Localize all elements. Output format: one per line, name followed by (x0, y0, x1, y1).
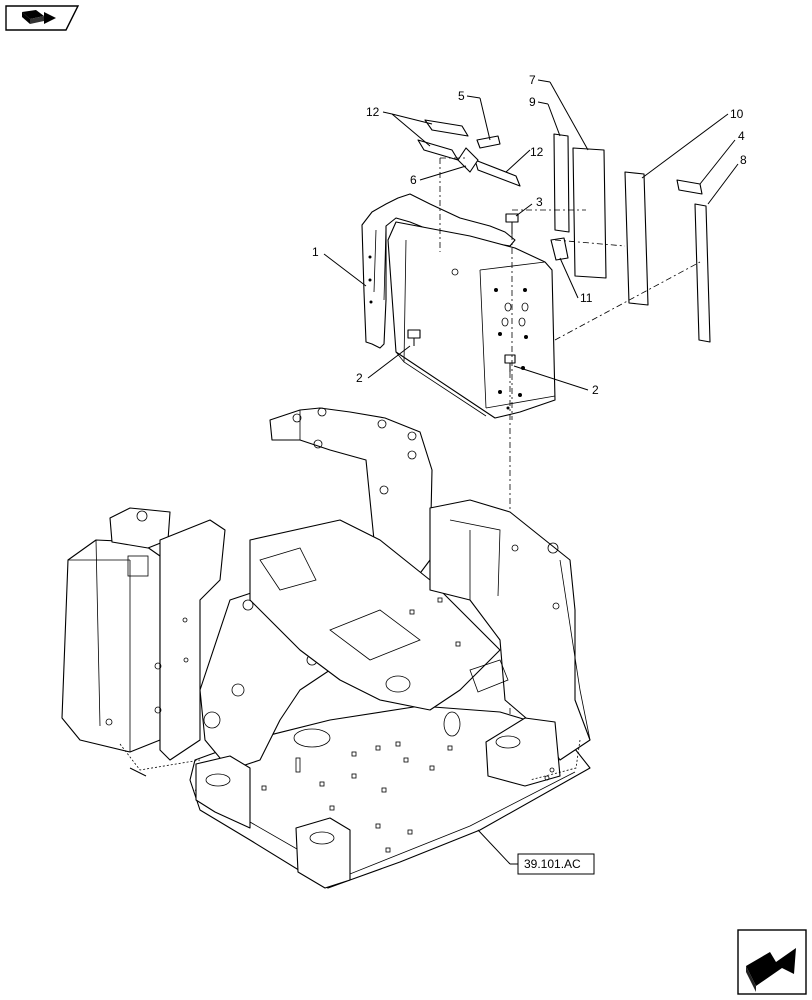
callout-10: 10 (730, 107, 744, 121)
callout-3: 3 (536, 195, 543, 209)
next-page-arrow-icon[interactable] (737, 929, 807, 995)
exploded-assembly (361, 119, 711, 720)
upper-frame (61, 407, 591, 889)
callout-8: 8 (740, 153, 747, 167)
callout-4: 4 (738, 129, 745, 143)
callout-11: 11 (580, 291, 593, 305)
bolt-left (407, 329, 421, 346)
callout-1: 1 (312, 245, 319, 259)
reference-label: 39.101.AC (524, 857, 581, 871)
catalog-book-icon[interactable] (5, 5, 80, 31)
callout-9: 9 (529, 95, 536, 109)
callout-6: 6 (410, 173, 417, 187)
callout-2-right: 2 (592, 383, 599, 397)
callout-12-left: 12 (366, 105, 380, 119)
callout-2-left: 2 (356, 371, 363, 385)
bolt-top (505, 213, 519, 234)
bolt-right (504, 354, 516, 372)
callout-7: 7 (529, 73, 536, 87)
callout-5: 5 (458, 89, 465, 103)
leader-lines (323, 79, 739, 865)
callout-labels: 1 2 2 3 4 5 6 7 8 9 10 11 12 12 (312, 73, 747, 397)
callout-12-right: 12 (530, 145, 544, 159)
reference-link-box[interactable]: 39.101.AC (517, 853, 595, 875)
